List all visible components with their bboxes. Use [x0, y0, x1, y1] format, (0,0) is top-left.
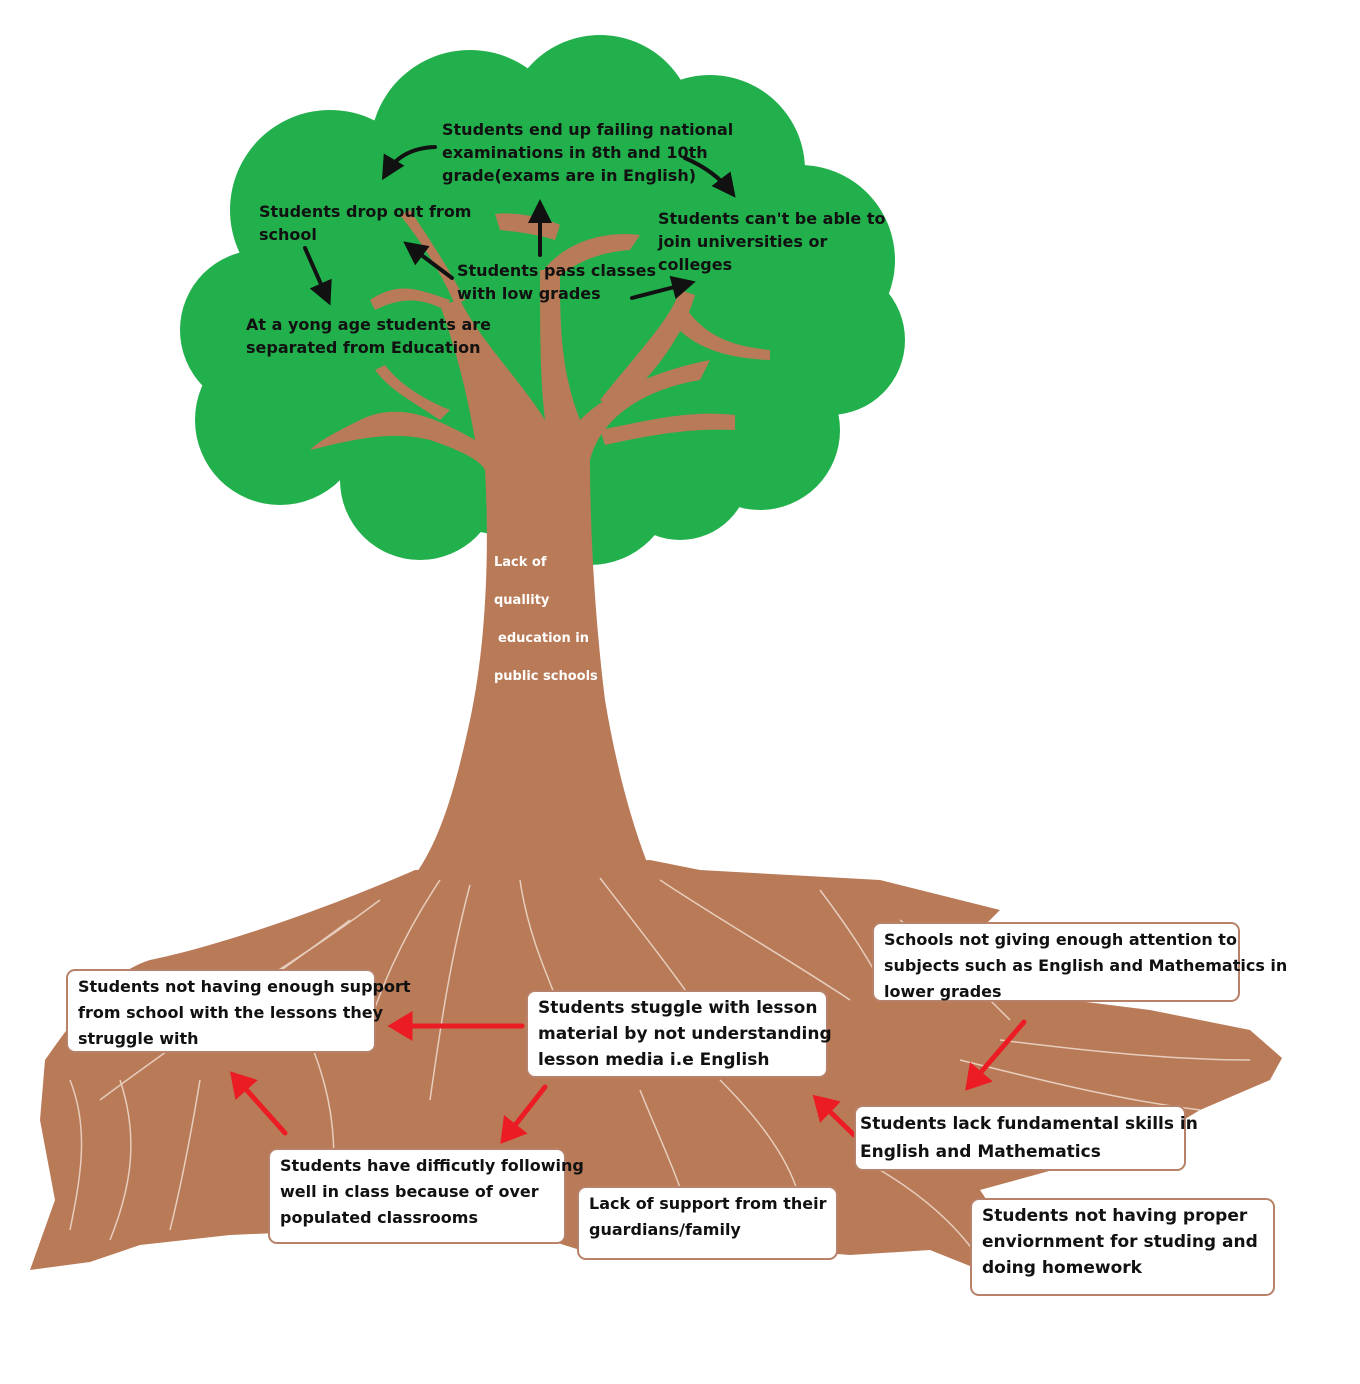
arrow-failing-to-dropout	[381, 145, 437, 181]
arrow-fundamental-to-struggle	[812, 1094, 857, 1138]
label-line: school	[259, 225, 317, 244]
box-difficulty-following: Students have difficutly following well …	[268, 1148, 584, 1244]
box-line: populated classrooms	[280, 1208, 478, 1227]
box-line: struggle with	[78, 1029, 199, 1048]
label-line: colleges	[658, 255, 733, 274]
box-line: Students not having proper	[982, 1206, 1248, 1226]
box-line: Students lack fundamental skills in	[860, 1114, 1198, 1134]
box-line: well in class because of over	[280, 1182, 539, 1201]
box-lack-fundamental: Students lack fundamental skills in Engl…	[854, 1105, 1198, 1171]
box-schools-not-attention: Schools not giving enough attention to s…	[872, 922, 1288, 1002]
label-pass-low-grades: Students pass classes with low grades	[457, 259, 656, 305]
label-line: Students can't be able to	[658, 209, 886, 228]
label-failing-exams: Students end up failing national examina…	[442, 118, 733, 187]
label-line: separated from Education	[246, 338, 481, 357]
label-line: join universities or	[658, 232, 828, 251]
box-line: English and Mathematics	[860, 1142, 1101, 1162]
label-line: At a yong age students are	[246, 315, 492, 334]
box-line: Schools not giving enough attention to	[884, 930, 1237, 949]
arrow-difficulty-to-support	[230, 1071, 288, 1136]
box-line: lesson media i.e English	[538, 1050, 770, 1070]
box-line: Students have difficutly following	[280, 1156, 584, 1175]
box-no-environment: Students not having proper enviornment f…	[970, 1198, 1275, 1296]
trunk-label-line-3: education in	[498, 631, 589, 646]
arrow-struggle-to-difficulty	[500, 1084, 548, 1144]
label-line: with low grades	[457, 284, 601, 303]
box-struggle-lesson: Students stuggle with lesson material by…	[526, 990, 832, 1078]
label-drop-out: Students drop out from school	[259, 200, 471, 246]
box-line: subjects such as English and Mathematics…	[884, 956, 1288, 975]
trunk-label-line-4: public schools	[494, 669, 598, 684]
arrow-dropout-to-separated	[303, 246, 332, 306]
arrow-lowgrades-to-cantjoin	[630, 275, 696, 300]
box-line: lower grades	[884, 982, 1002, 1001]
arrow-failing-to-cantjoin	[683, 156, 736, 198]
box-line: from school with the lessons they	[78, 1003, 384, 1022]
box-not-enough-support: Students not having enough support from …	[66, 969, 411, 1053]
arrow-attention-to-fundamental	[965, 1019, 1027, 1091]
label-cant-join: Students can't be able to join universit…	[658, 207, 885, 276]
box-line: Lack of support from their	[589, 1194, 827, 1213]
box-line: Students stuggle with lesson	[538, 998, 818, 1018]
root-arrows	[230, 1011, 1027, 1144]
tree-trunk	[310, 210, 770, 875]
box-line: doing homework	[982, 1258, 1142, 1278]
box-line: material by not understanding	[538, 1024, 832, 1044]
label-line: Students drop out from	[259, 202, 472, 221]
arrow-lowgrades-to-dropout	[403, 241, 454, 280]
label-line: grade(exams are in English)	[442, 166, 697, 185]
box-lack-guardian-support: Lack of support from their guardians/fam…	[577, 1186, 838, 1260]
box-line: enviornment for studing and	[982, 1232, 1258, 1252]
box-line: Students not having enough support	[78, 977, 411, 996]
label-line: examinations in 8th and 10th	[442, 143, 708, 162]
label-separated: At a yong age students are separated fro…	[246, 313, 491, 359]
trunk-label-line-1: Lack of	[494, 555, 547, 570]
label-line: Students end up failing national	[442, 120, 734, 139]
trunk-label-line-2: quallity	[494, 593, 550, 608]
box-line: guardians/family	[589, 1220, 741, 1239]
canopy-arrows	[303, 145, 736, 306]
label-line: Students pass classes	[457, 261, 657, 280]
